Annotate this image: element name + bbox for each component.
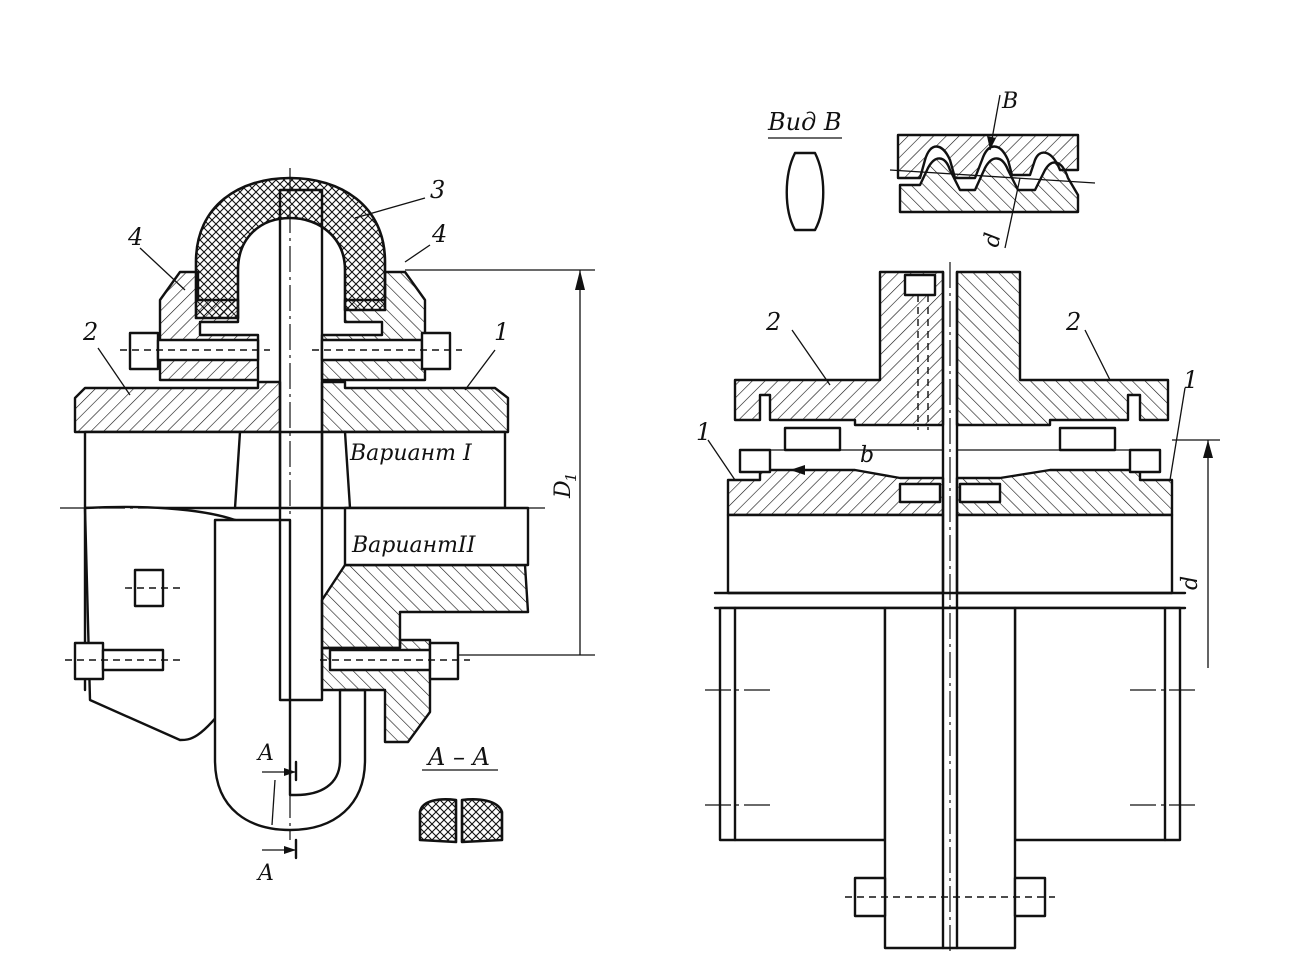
left-hub-lower xyxy=(83,505,237,742)
label-part-2-right-left: 2 xyxy=(765,308,781,336)
label-view-b-marker: B xyxy=(1001,89,1018,114)
label-part-4-right: 4 xyxy=(431,220,447,248)
label-view-b-title: Вид B xyxy=(767,108,842,136)
label-dimension-d: d xyxy=(1178,576,1203,590)
right-coupling-view xyxy=(705,94,1220,955)
label-part-2-right-right: 2 xyxy=(1065,308,1081,336)
label-section-marker-bottom: A xyxy=(256,861,274,886)
label-variant-2: ВариантII xyxy=(351,533,477,558)
label-variant-1: Вариант I xyxy=(349,441,473,466)
label-part-1-right-right: 1 xyxy=(1183,366,1198,394)
label-part-3: 3 xyxy=(430,176,445,204)
label-pitch-d: d xyxy=(979,231,1006,249)
label-section-marker-top: A xyxy=(256,741,274,766)
svg-text:D: D xyxy=(551,480,576,499)
right-hub-upper xyxy=(320,380,510,434)
label-part-4-left: 4 xyxy=(127,223,143,251)
label-section-title: A – A xyxy=(426,743,490,771)
view-b-tooth-profile xyxy=(785,151,825,232)
section-a-a-sketch xyxy=(418,769,504,844)
left-hub-upper xyxy=(73,380,282,434)
bolt-lower-right xyxy=(320,641,470,681)
shaft-right xyxy=(955,513,1174,595)
sleeve-left xyxy=(733,270,945,427)
label-part-1-left: 1 xyxy=(494,318,509,346)
right-hub-lower xyxy=(320,563,530,650)
bolt-upper-right xyxy=(312,331,462,371)
rubber-tyre-top xyxy=(194,176,387,320)
label-dimension-b: b xyxy=(860,443,874,468)
left-coupling-view xyxy=(60,168,595,860)
tooth-detail xyxy=(889,94,1096,249)
dimension-D1: D 1 xyxy=(551,472,580,499)
sleeve-right xyxy=(955,270,1170,427)
shaft-left xyxy=(726,513,945,595)
bolt-upper-left xyxy=(120,331,270,371)
label-part-2-left: 2 xyxy=(82,318,98,346)
svg-text:1: 1 xyxy=(562,472,580,482)
label-part-1-right-left: 1 xyxy=(696,418,711,446)
left-bore-upper xyxy=(83,430,507,510)
bolt-lower-left xyxy=(65,568,180,681)
